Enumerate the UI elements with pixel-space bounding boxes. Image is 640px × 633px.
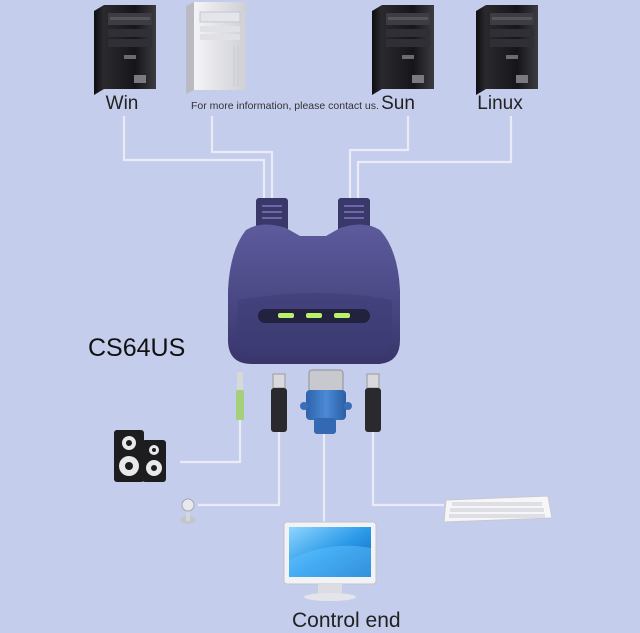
speaker-icon [114,430,166,482]
cable-keyboard [371,432,444,507]
audio-plug-icon [236,372,244,420]
cable-white-pc [210,116,274,205]
cable-mic [198,432,281,507]
cable-sun [348,116,410,205]
tower-pc-icon [94,5,156,95]
microphone-icon [180,498,196,524]
usb-plug-icon [365,373,381,432]
control-end-label: Control end [292,609,401,632]
model-label: CS64US [88,334,186,362]
vga-connector-icon [300,369,352,434]
usb-plug-icon [271,373,287,432]
tower-pc-icon [476,5,538,95]
kvm-switch [228,198,400,364]
cable-linux [356,116,513,205]
cables [122,116,513,528]
monitor-icon [283,521,377,601]
label-sun: Sun [381,93,415,114]
cable-win [122,116,266,205]
label-win: Win [105,93,139,114]
cable-audio [180,418,242,464]
contact-note: For more information, please contact us. [191,100,379,112]
tower-pc-icon [186,2,246,94]
label-linux: Linux [477,93,523,114]
tower-pc-icon [372,5,434,95]
keyboard-icon [443,495,553,523]
